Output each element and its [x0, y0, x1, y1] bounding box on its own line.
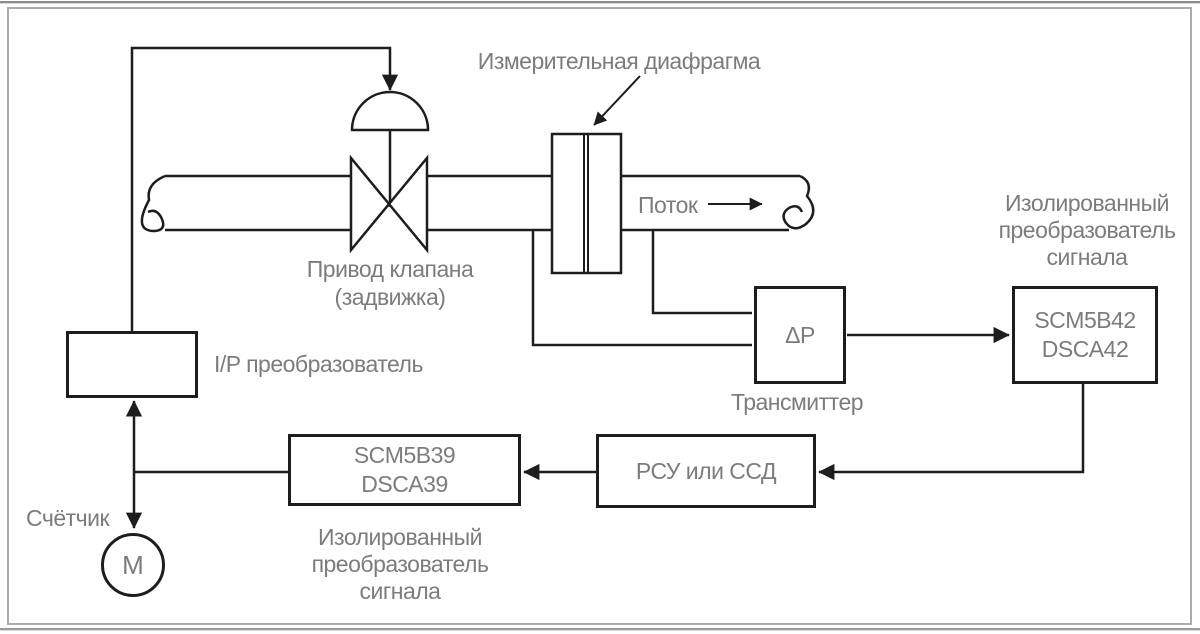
dp-transmitter-box: ΔP	[754, 286, 846, 384]
isolated-converter-right-label: Изолированный преобразователь сигнала	[998, 190, 1176, 270]
motor-circle: М	[101, 533, 165, 597]
orifice-label: Измерительная диафрагма	[477, 48, 761, 74]
pipe-break-left	[140, 174, 166, 233]
ip-converter-box	[66, 331, 198, 398]
isolated-converter-bottom-label: Изолированный преобразователь сигнала	[311, 524, 489, 604]
transmitter-label: Трансмиттер	[730, 389, 864, 415]
pressure-tap-left	[531, 231, 752, 347]
valve-actuator-dome	[350, 90, 430, 132]
scm5b39-box-label: SCM5B39 DSCA39	[353, 442, 456, 497]
dp-transmitter-box-label: ΔP	[785, 321, 815, 348]
scm5b42-box-label: SCM5B42 DSCA42	[1034, 307, 1136, 362]
orifice-annotation-arrow	[593, 75, 641, 126]
bottom-rule-highlight	[0, 630, 1200, 631]
counter-label: Счётчик	[26, 505, 110, 531]
bottom-rule	[0, 628, 1200, 630]
valve-body	[349, 154, 429, 254]
valve-actuator-label: Привод клапана (задвижка)	[306, 256, 474, 310]
orifice-plate	[550, 132, 623, 275]
flow-label: Поток	[638, 192, 698, 218]
dcs-box-label: РСУ или ССД	[635, 457, 777, 484]
scm5b42-box: SCM5B42 DSCA42	[1012, 286, 1158, 384]
ip-converter-label: I/P преобразователь	[214, 351, 423, 377]
figure-frame	[7, 7, 1192, 625]
top-rule	[0, 1, 1200, 3]
orifice-plate-inner-lines	[583, 134, 589, 273]
pressure-tap-right	[651, 231, 752, 315]
scm5b39-box: SCM5B39 DSCA39	[288, 434, 521, 506]
scm5b42-to-dcs-arrow	[818, 384, 1085, 481]
top-rule-highlight	[0, 3, 1200, 4]
pipe-break-right	[782, 174, 815, 230]
feedback-wire	[130, 46, 399, 333]
motor-label: М	[122, 549, 144, 580]
dcs-box: РСУ или ССД	[596, 434, 816, 508]
